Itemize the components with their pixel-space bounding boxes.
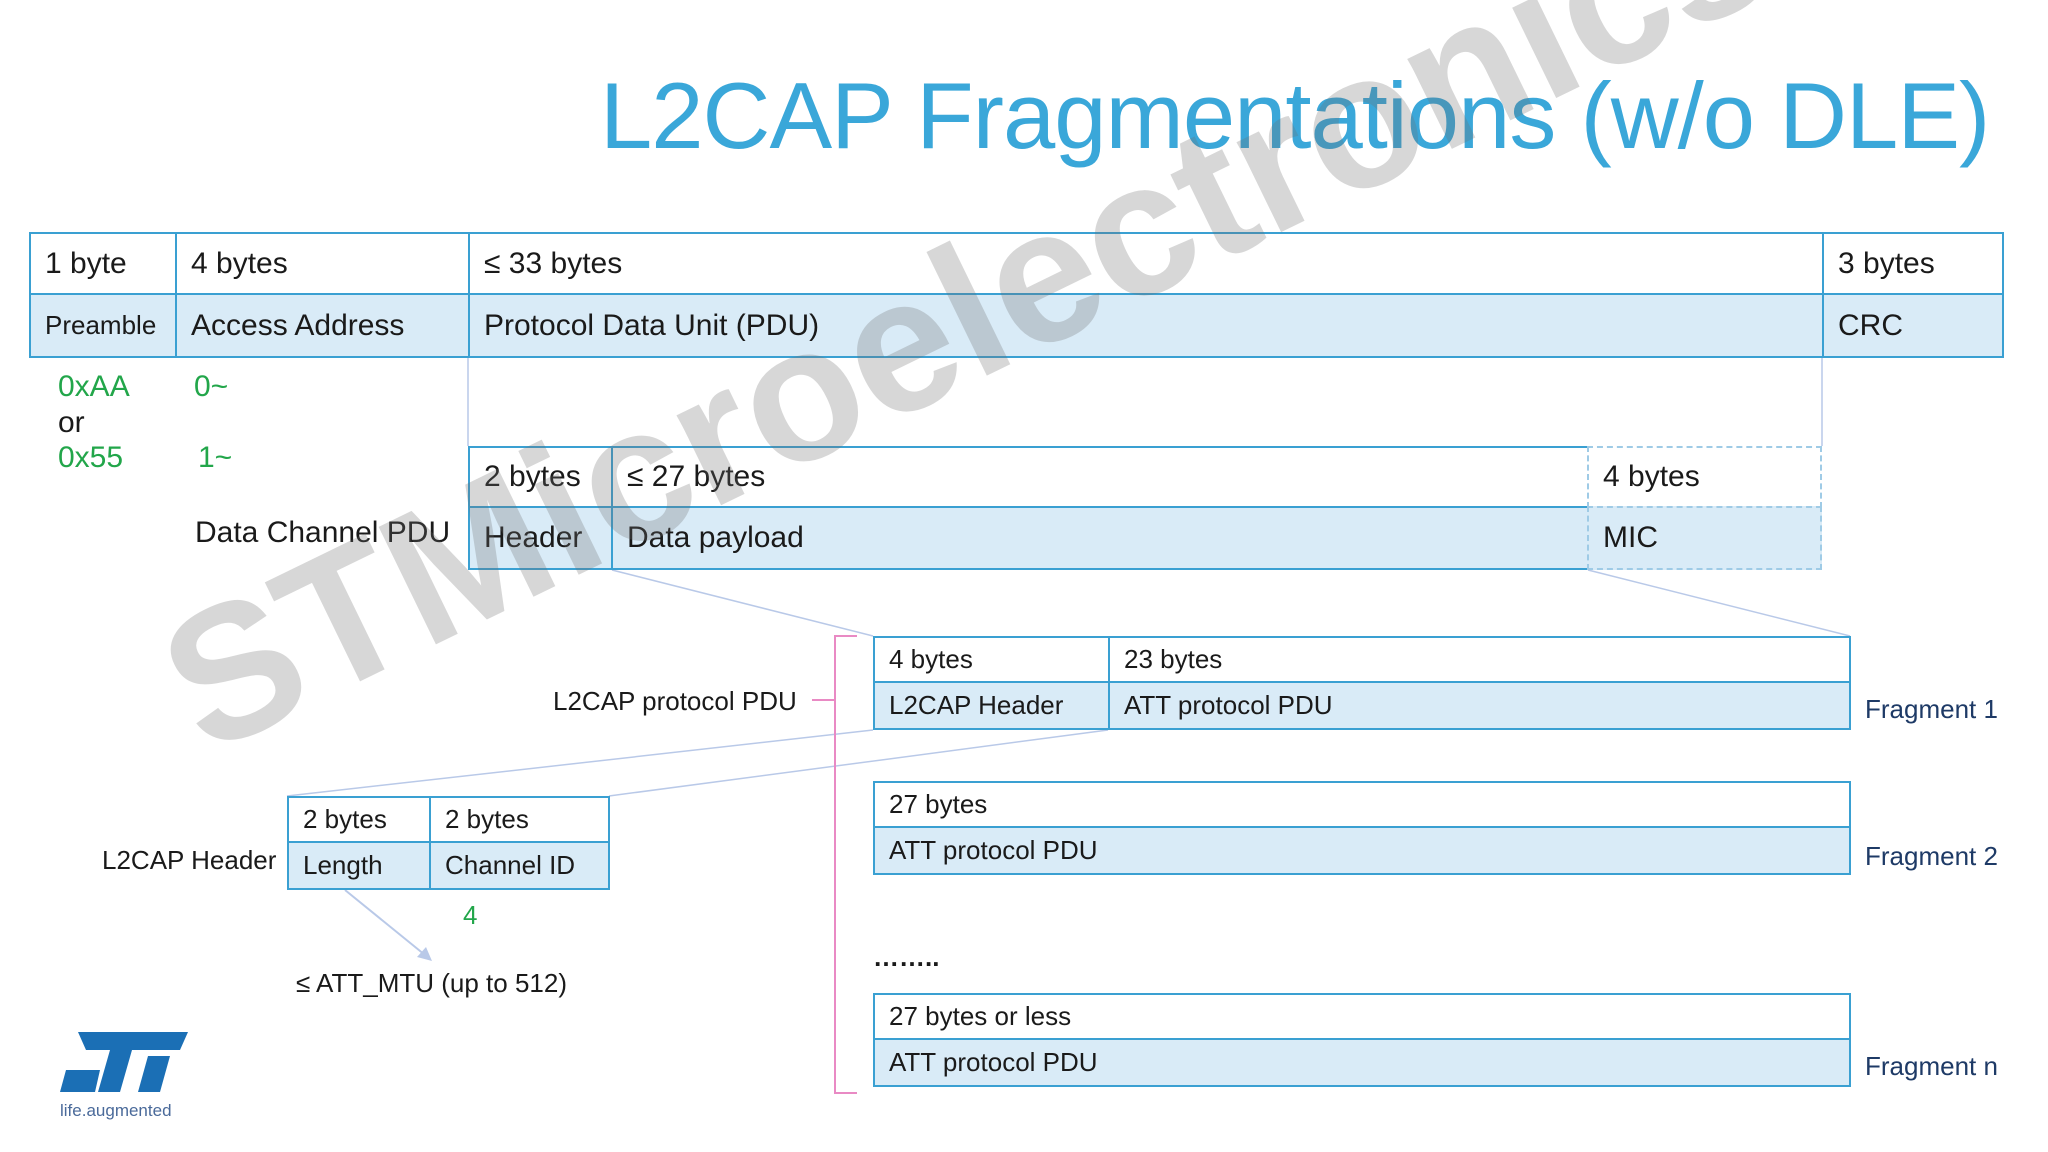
channel-id-size: 2 bytes xyxy=(429,796,610,843)
st-logo: life.augmented xyxy=(60,1030,190,1121)
mic-field: MIC xyxy=(1587,506,1822,570)
page-title: L2CAP Fragmentations (w/o DLE) xyxy=(600,63,1990,168)
channel-id-field: Channel ID xyxy=(429,841,610,890)
data-payload-field: Data payload xyxy=(611,506,1589,570)
l2cap-protocol-pdu-label: L2CAP protocol PDU xyxy=(553,686,797,716)
preamble-or: or xyxy=(58,406,85,439)
preamble-field: Preamble xyxy=(29,293,177,358)
fragment-n-field: ATT protocol PDU xyxy=(873,1038,1851,1087)
fragment-n-size: 27 bytes or less xyxy=(873,993,1851,1040)
fragment-1-label: Fragment 1 xyxy=(1865,694,1998,724)
fragment-n-label: Fragment n xyxy=(1865,1051,1998,1081)
ellipsis: …….. xyxy=(873,942,940,972)
fragment-1-header-size: 4 bytes xyxy=(873,636,1110,683)
length-note: ≤ ATT_MTU (up to 512) xyxy=(296,968,567,998)
fragment-2-field: ATT protocol PDU xyxy=(873,826,1851,875)
crc-size: 3 bytes xyxy=(1822,232,2004,295)
fragment-2-size: 27 bytes xyxy=(873,781,1851,828)
length-field: Length xyxy=(287,841,431,890)
access-address-size: 4 bytes xyxy=(175,232,470,295)
access-value-1: 0~ xyxy=(194,370,229,403)
pdu-field: Protocol Data Unit (PDU) xyxy=(468,293,1824,358)
preamble-size: 1 byte xyxy=(29,232,177,295)
length-size: 2 bytes xyxy=(287,796,431,843)
preamble-value-1: 0xAA xyxy=(58,370,130,403)
channel-id-value: 4 xyxy=(463,900,478,930)
crc-field: CRC xyxy=(1822,293,2004,358)
st-logo-icon xyxy=(60,1032,188,1092)
pdu-size: ≤ 33 bytes xyxy=(468,232,1824,295)
fragment-1-header-field: L2CAP Header xyxy=(873,681,1110,730)
data-payload-size: ≤ 27 bytes xyxy=(611,446,1589,508)
logo-tagline: life.augmented xyxy=(60,1101,172,1120)
fragment-2-label: Fragment 2 xyxy=(1865,841,1998,871)
access-address-field: Access Address xyxy=(175,293,470,358)
fragment-1-payload-size: 23 bytes xyxy=(1108,636,1851,683)
fragment-1-payload-field: ATT protocol PDU xyxy=(1108,681,1851,730)
header-size: 2 bytes xyxy=(468,446,613,508)
l2cap-header-label: L2CAP Header xyxy=(102,845,277,875)
access-value-2: 1~ xyxy=(198,441,233,474)
preamble-value-2: 0x55 xyxy=(58,441,124,474)
data-channel-pdu-label: Data Channel PDU xyxy=(195,516,451,549)
mic-size: 4 bytes xyxy=(1587,446,1822,508)
header-field: Header xyxy=(468,506,613,570)
